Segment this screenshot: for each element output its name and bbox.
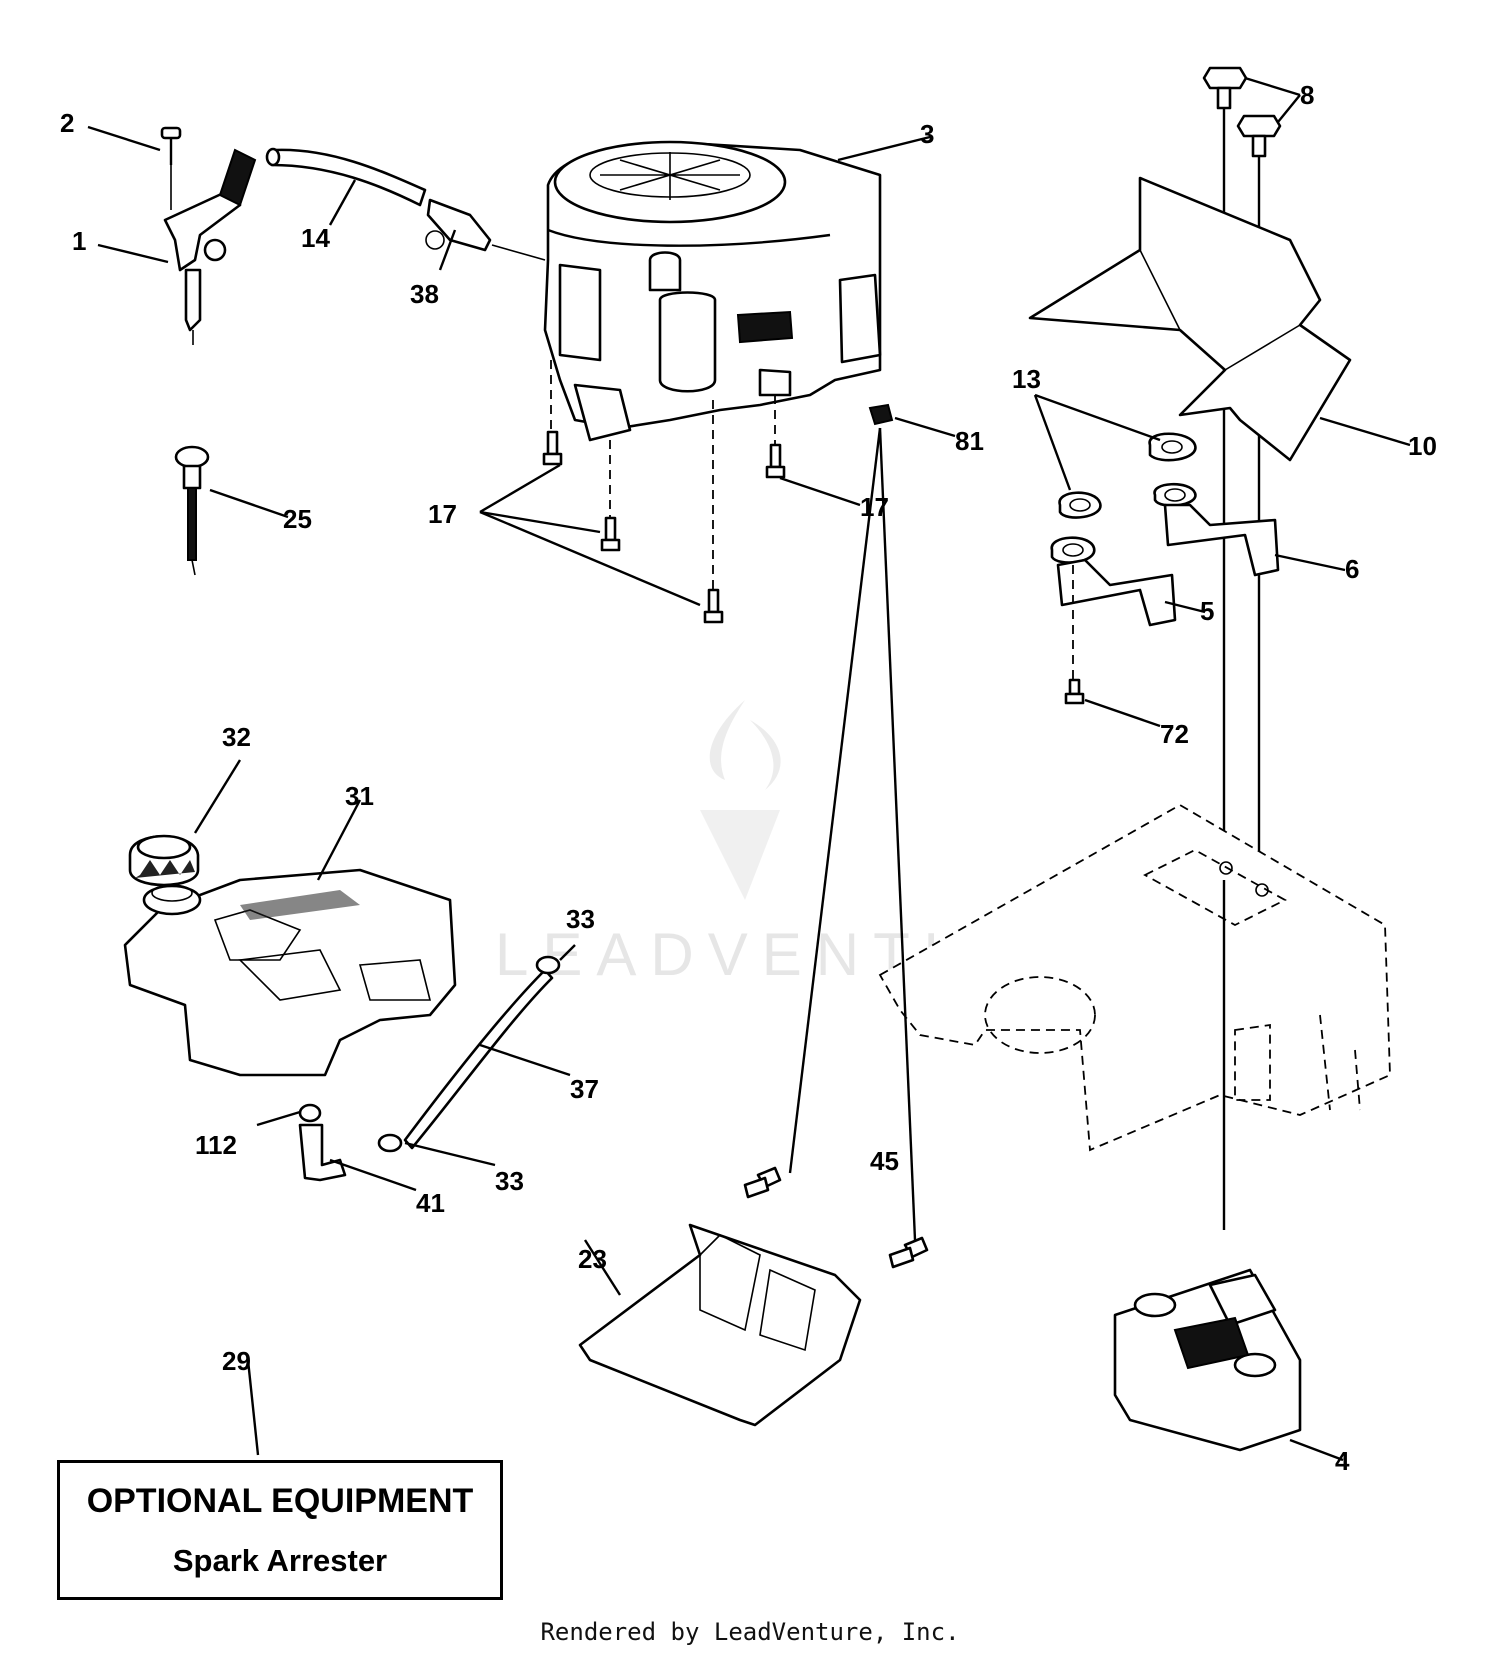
callout-29: 29 <box>222 1346 251 1376</box>
callout-72: 72 <box>1160 719 1189 749</box>
callout-2: 2 <box>60 108 74 138</box>
heat-shield-part <box>1028 176 1352 462</box>
fuel-line-part <box>265 147 546 261</box>
choke-control-part <box>174 445 210 576</box>
muffler-part <box>1113 1268 1302 1452</box>
frame-outline <box>878 803 1391 1230</box>
callout-37: 37 <box>570 1074 599 1104</box>
callout-31: 31 <box>345 781 374 811</box>
callout-14: 14 <box>301 223 330 253</box>
callout-10: 10 <box>1408 431 1437 461</box>
callout-17b: 17 <box>860 492 889 522</box>
exhaust-pipes-part <box>1050 432 1280 705</box>
optional-equipment-box: OPTIONAL EQUIPMENT Spark Arrester <box>57 1460 503 1600</box>
mount-screws-part <box>1202 66 1282 880</box>
callout-112: 112 <box>195 1130 237 1160</box>
optional-equipment-item: Spark Arrester <box>172 1543 388 1579</box>
footer-credit: Rendered by LeadVenture, Inc. <box>540 1618 960 1646</box>
fuel-tank-part <box>123 868 457 1077</box>
callout-45: 45 <box>870 1146 899 1176</box>
callout-8: 8 <box>1300 80 1314 110</box>
callout-81: 81 <box>955 426 984 456</box>
callout-33a: 33 <box>566 904 595 934</box>
bolts-and-cap-part <box>542 403 894 624</box>
callout-3: 3 <box>920 119 934 149</box>
callout-6: 6 <box>1345 554 1359 584</box>
callout-4: 4 <box>1335 1446 1350 1476</box>
fuel-cap-part <box>128 834 200 887</box>
callout-1: 1 <box>72 226 86 256</box>
callout-32: 32 <box>222 722 251 752</box>
mounting-bracket-part <box>578 1166 929 1427</box>
callout-13: 13 <box>1012 364 1041 394</box>
engine-part <box>543 140 882 600</box>
callout-labels: 1 2 3 4 5 6 8 10 13 14 17 17 23 25 29 31… <box>60 80 1437 1476</box>
callout-25: 25 <box>283 504 312 534</box>
leader-lines <box>87 76 1411 1462</box>
callout-33b: 33 <box>495 1166 524 1196</box>
callout-5: 5 <box>1200 596 1214 626</box>
throttle-control-part <box>160 126 257 345</box>
fuel-fittings-part <box>298 955 561 1182</box>
callout-38: 38 <box>410 279 439 309</box>
optional-equipment-title: OPTIONAL EQUIPMENT <box>86 1481 474 1520</box>
callout-23: 23 <box>578 1244 607 1274</box>
callout-41: 41 <box>416 1188 445 1218</box>
callout-17a: 17 <box>428 499 457 529</box>
